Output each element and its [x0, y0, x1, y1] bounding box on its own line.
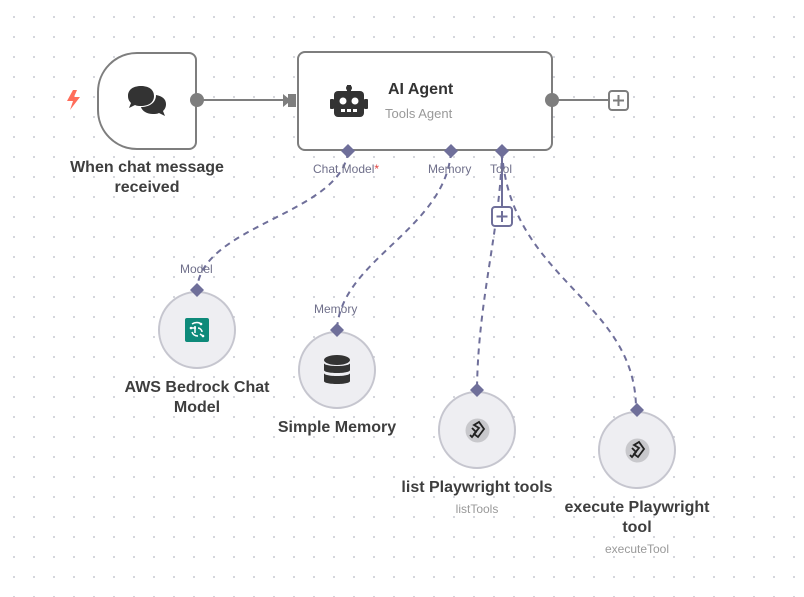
aws-bedrock-icon — [185, 318, 209, 342]
playwright-icon — [465, 418, 490, 443]
memory-node-port-label: Memory — [314, 302, 358, 316]
agent-subtitle: Tools Agent — [385, 106, 453, 121]
add-tool-button[interactable] — [491, 206, 513, 227]
agent-output-handle[interactable] — [545, 93, 559, 107]
memory-input-port[interactable] — [329, 322, 345, 338]
execute-tool-connection[interactable] — [501, 151, 637, 410]
add-node-button[interactable] — [608, 90, 629, 111]
memory-title: Simple Memory — [277, 419, 397, 436]
plus-icon — [613, 95, 624, 106]
chat-model-port[interactable] — [340, 143, 356, 159]
bedrock-title: AWS Bedrock Chat Model — [124, 379, 270, 416]
execute-tool-subtitle: executeTool — [604, 542, 670, 556]
memory-port[interactable] — [443, 143, 459, 159]
tool-port-label: Tool — [490, 162, 513, 176]
lightning-bolt-icon — [67, 90, 80, 110]
list-tools-subtitle: listTools — [455, 502, 499, 516]
chat-bubbles-icon — [128, 86, 166, 116]
bedrock-port-label: Model — [180, 262, 213, 276]
list-tools-input-port[interactable] — [469, 382, 485, 398]
agent-input-handle[interactable] — [288, 94, 296, 107]
arrow-head-icon — [283, 94, 291, 107]
playwright-icon — [625, 438, 650, 463]
plus-icon — [496, 211, 508, 222]
list-tools-connection[interactable] — [476, 151, 503, 390]
agent-title: AI Agent — [388, 81, 454, 98]
tool-port[interactable] — [494, 143, 510, 159]
bedrock-input-port[interactable] — [189, 282, 205, 298]
trigger-title: When chat message received — [70, 159, 224, 196]
database-icon — [324, 355, 350, 384]
execute-tool-title: execute Playwright tool — [564, 499, 710, 536]
list-tools-title: list Playwright tools — [401, 479, 553, 496]
trigger-output-handle[interactable] — [190, 93, 204, 107]
execute-tool-input-port[interactable] — [629, 402, 645, 418]
memory-connection[interactable] — [336, 151, 452, 331]
memory-port-label: Memory — [428, 162, 472, 176]
chat-model-port-label: Chat Model* — [313, 162, 380, 176]
chat-model-connection[interactable] — [196, 151, 349, 291]
robot-icon — [330, 85, 368, 117]
